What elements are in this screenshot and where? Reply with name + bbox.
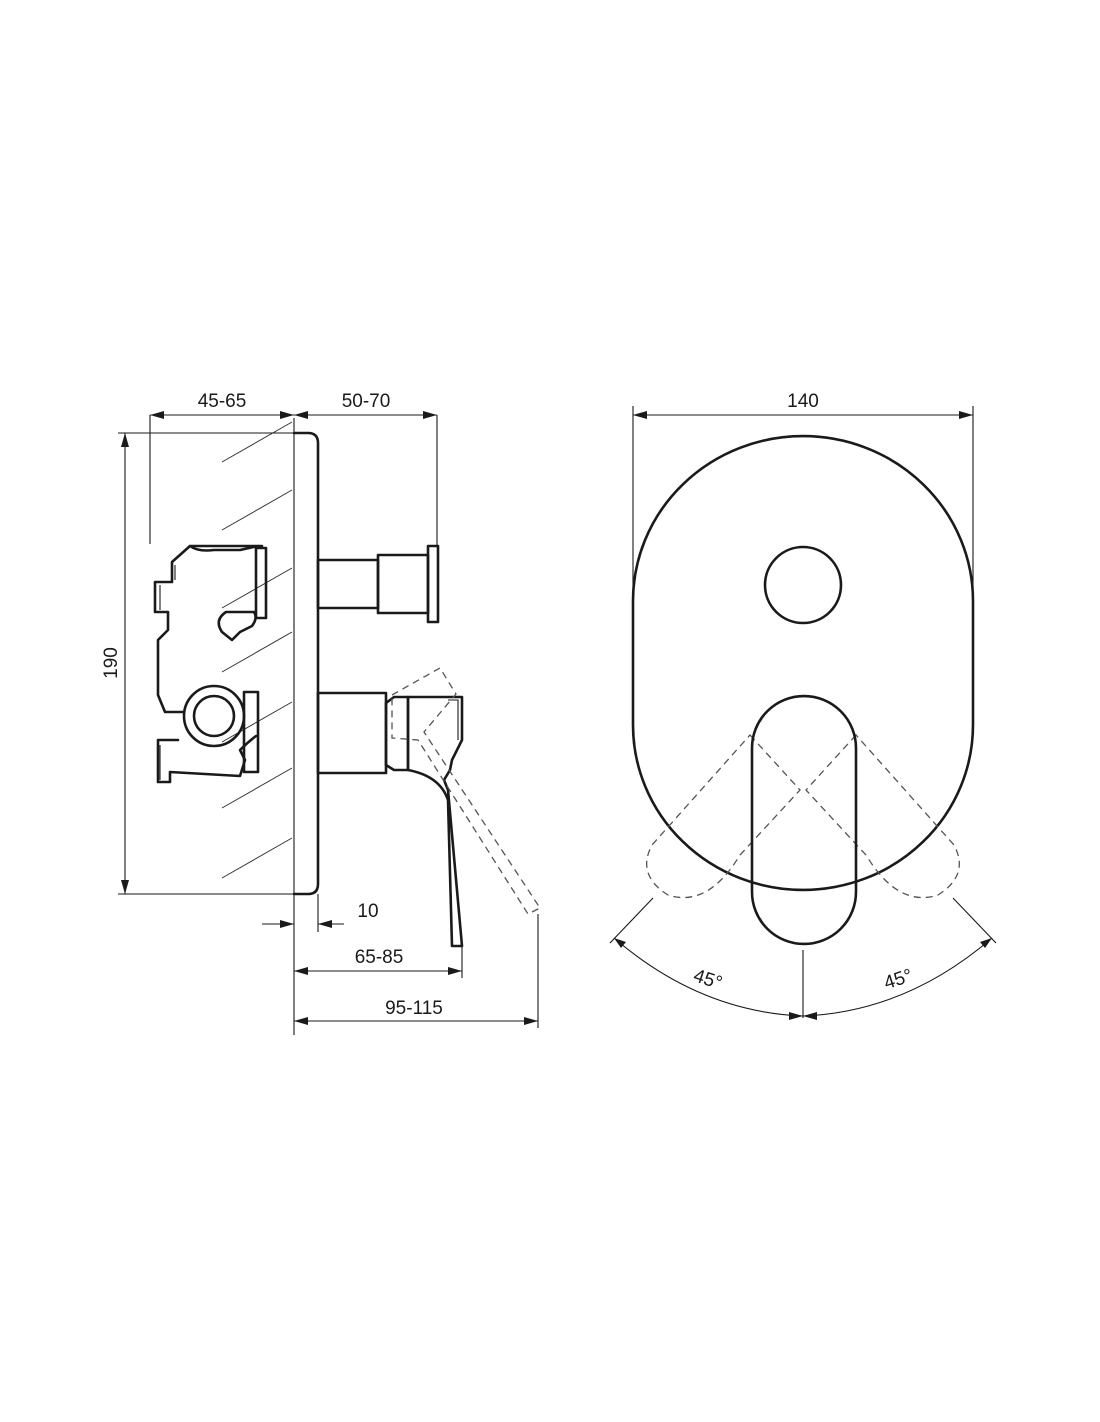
front-lever [750,694,858,946]
dim-depth-body-label: 45-65 [198,391,247,412]
dim-height: 190 [101,432,294,895]
angle-right-label: 45° [881,965,915,994]
dim-total-reach-label: 95-115 [385,998,443,1019]
dim-depth-front-label: 50-70 [342,391,391,412]
valve-body [153,544,264,784]
dim-lever-reach-label: 65-85 [355,947,404,968]
valve-body-inner [159,565,176,780]
wall-hatching [221,421,293,879]
mixer-lever-edge [448,699,459,740]
dim-total-reach: 95-115 [294,914,539,1028]
lower-spindle-socket [242,690,260,774]
dim-lever-reach: 65-85 [294,946,463,978]
front-view: 140 45° 45° [609,391,997,1020]
front-diverter-knob [763,545,843,625]
dim-depth-body: 45-65 [149,391,294,544]
diverter-stem [316,558,380,610]
lever-tilt-position [391,667,541,915]
cover-plate [292,431,320,896]
cartridge-collar [384,695,410,772]
side-view: 45-65 50-70 190 10 [101,391,541,1035]
dim-plate-label: 10 [357,901,378,922]
cartridge-housing [316,691,388,775]
dim-depth-front: 50-70 [294,391,438,546]
angle-left-label: 45° [691,965,725,994]
dim-width: 140 [632,391,974,600]
outlet-nut-outer [182,684,246,748]
dim-height-label: 190 [101,647,122,679]
lever-right-tilt [805,734,960,899]
upper-spindle-socket [254,546,268,620]
diverter-knob [376,553,430,615]
mixer-lever [406,695,464,948]
outlet-nut-inner [192,694,236,738]
lever-left-tilt [646,734,801,899]
front-cover-plate [631,434,975,892]
diverter-cap [426,544,440,624]
dim-width-label: 140 [787,391,819,412]
dim-plate: 10 [262,894,379,932]
